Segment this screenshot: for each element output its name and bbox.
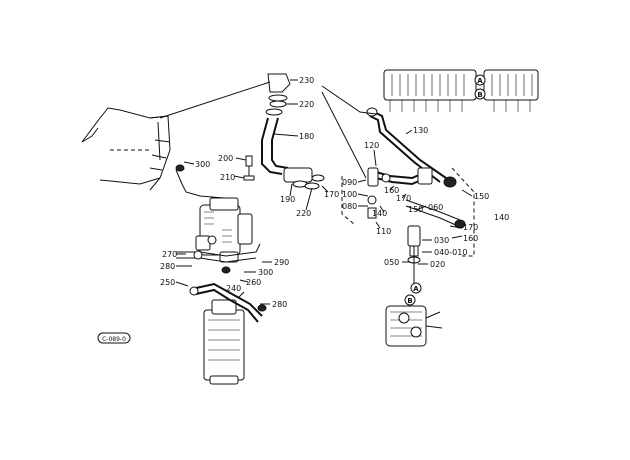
callout-200: 200 (218, 154, 233, 163)
callout-020: 020 (430, 260, 445, 269)
callout-270: 270 (162, 250, 177, 259)
lower-pump-shaft (203, 299, 245, 385)
tractor-body-outline (81, 107, 171, 191)
return-pipe-130 (366, 107, 457, 188)
fitting-030-040 (407, 225, 421, 290)
hose-300-left (175, 164, 225, 199)
marker-a-bottom: A (413, 285, 419, 293)
callout-250: 250 (160, 278, 175, 287)
callout-110: 110 (376, 227, 391, 236)
callout-230: 230 (299, 76, 314, 85)
leader-170 (321, 91, 367, 179)
hose-240-250 (189, 282, 267, 323)
marker-a-top: A (477, 77, 483, 85)
callout-170-a: 170 (324, 190, 339, 199)
callout-labels: 230 220 180 300 200 210 190 220 170 130 … (160, 76, 509, 309)
leader-230-body (159, 81, 271, 119)
callout-150-b: 150 (408, 205, 423, 214)
callout-leaders (175, 79, 473, 305)
marker-b-bottom: B (407, 297, 412, 305)
figure-stamp: C-089-0 (97, 332, 131, 344)
callout-170-c: 170 (463, 223, 478, 232)
callout-210: 210 (220, 173, 235, 182)
callout-120: 120 (364, 141, 379, 150)
leader-pipe-connect (321, 85, 377, 115)
callout-140-b: 140 (494, 213, 509, 222)
callout-100: 100 (342, 190, 357, 199)
valve-120-assembly (367, 167, 433, 219)
stamp-code: C-089-0 (102, 336, 126, 343)
callout-030: 030 (434, 236, 449, 245)
pipe-connector-190 (283, 167, 325, 190)
suction-pipe-180 (261, 73, 291, 175)
callout-150-a: 150 (474, 192, 489, 201)
bracket-140 (451, 167, 475, 257)
reference-markers: A B A B (404, 74, 486, 306)
callout-260: 260 (246, 278, 261, 287)
callout-290: 290 (274, 258, 289, 267)
callout-220-b: 220 (296, 209, 311, 218)
callout-220: 220 (299, 100, 314, 109)
callout-140-a: 140 (372, 209, 387, 218)
marker-b-top: B (477, 91, 482, 99)
callout-130: 130 (413, 126, 428, 135)
callout-160-b: 160 (463, 234, 478, 243)
callout-050: 050 (384, 258, 399, 267)
callout-060: 060 (428, 203, 443, 212)
callout-190: 190 (280, 195, 295, 204)
callout-280-a: 280 (160, 262, 175, 271)
control-valve-block (383, 69, 539, 112)
callout-300-b: 300 (258, 268, 273, 277)
callout-160-a: 160 (384, 186, 399, 195)
callout-090: 090 (342, 178, 357, 187)
callout-240: 240 (226, 284, 241, 293)
callout-170-b: 170 (396, 194, 411, 203)
bracket-080 (341, 176, 355, 225)
callout-300-left: 300 (195, 160, 210, 169)
lower-valve-cluster (385, 305, 443, 347)
callout-180: 180 (299, 132, 314, 141)
pipe-290 (176, 243, 261, 274)
callout-040-010: 040-010 (434, 248, 467, 257)
callout-280-b: 280 (272, 300, 287, 309)
hydraulic-pump-assembly (195, 197, 253, 263)
callout-080: 080 (342, 202, 357, 211)
